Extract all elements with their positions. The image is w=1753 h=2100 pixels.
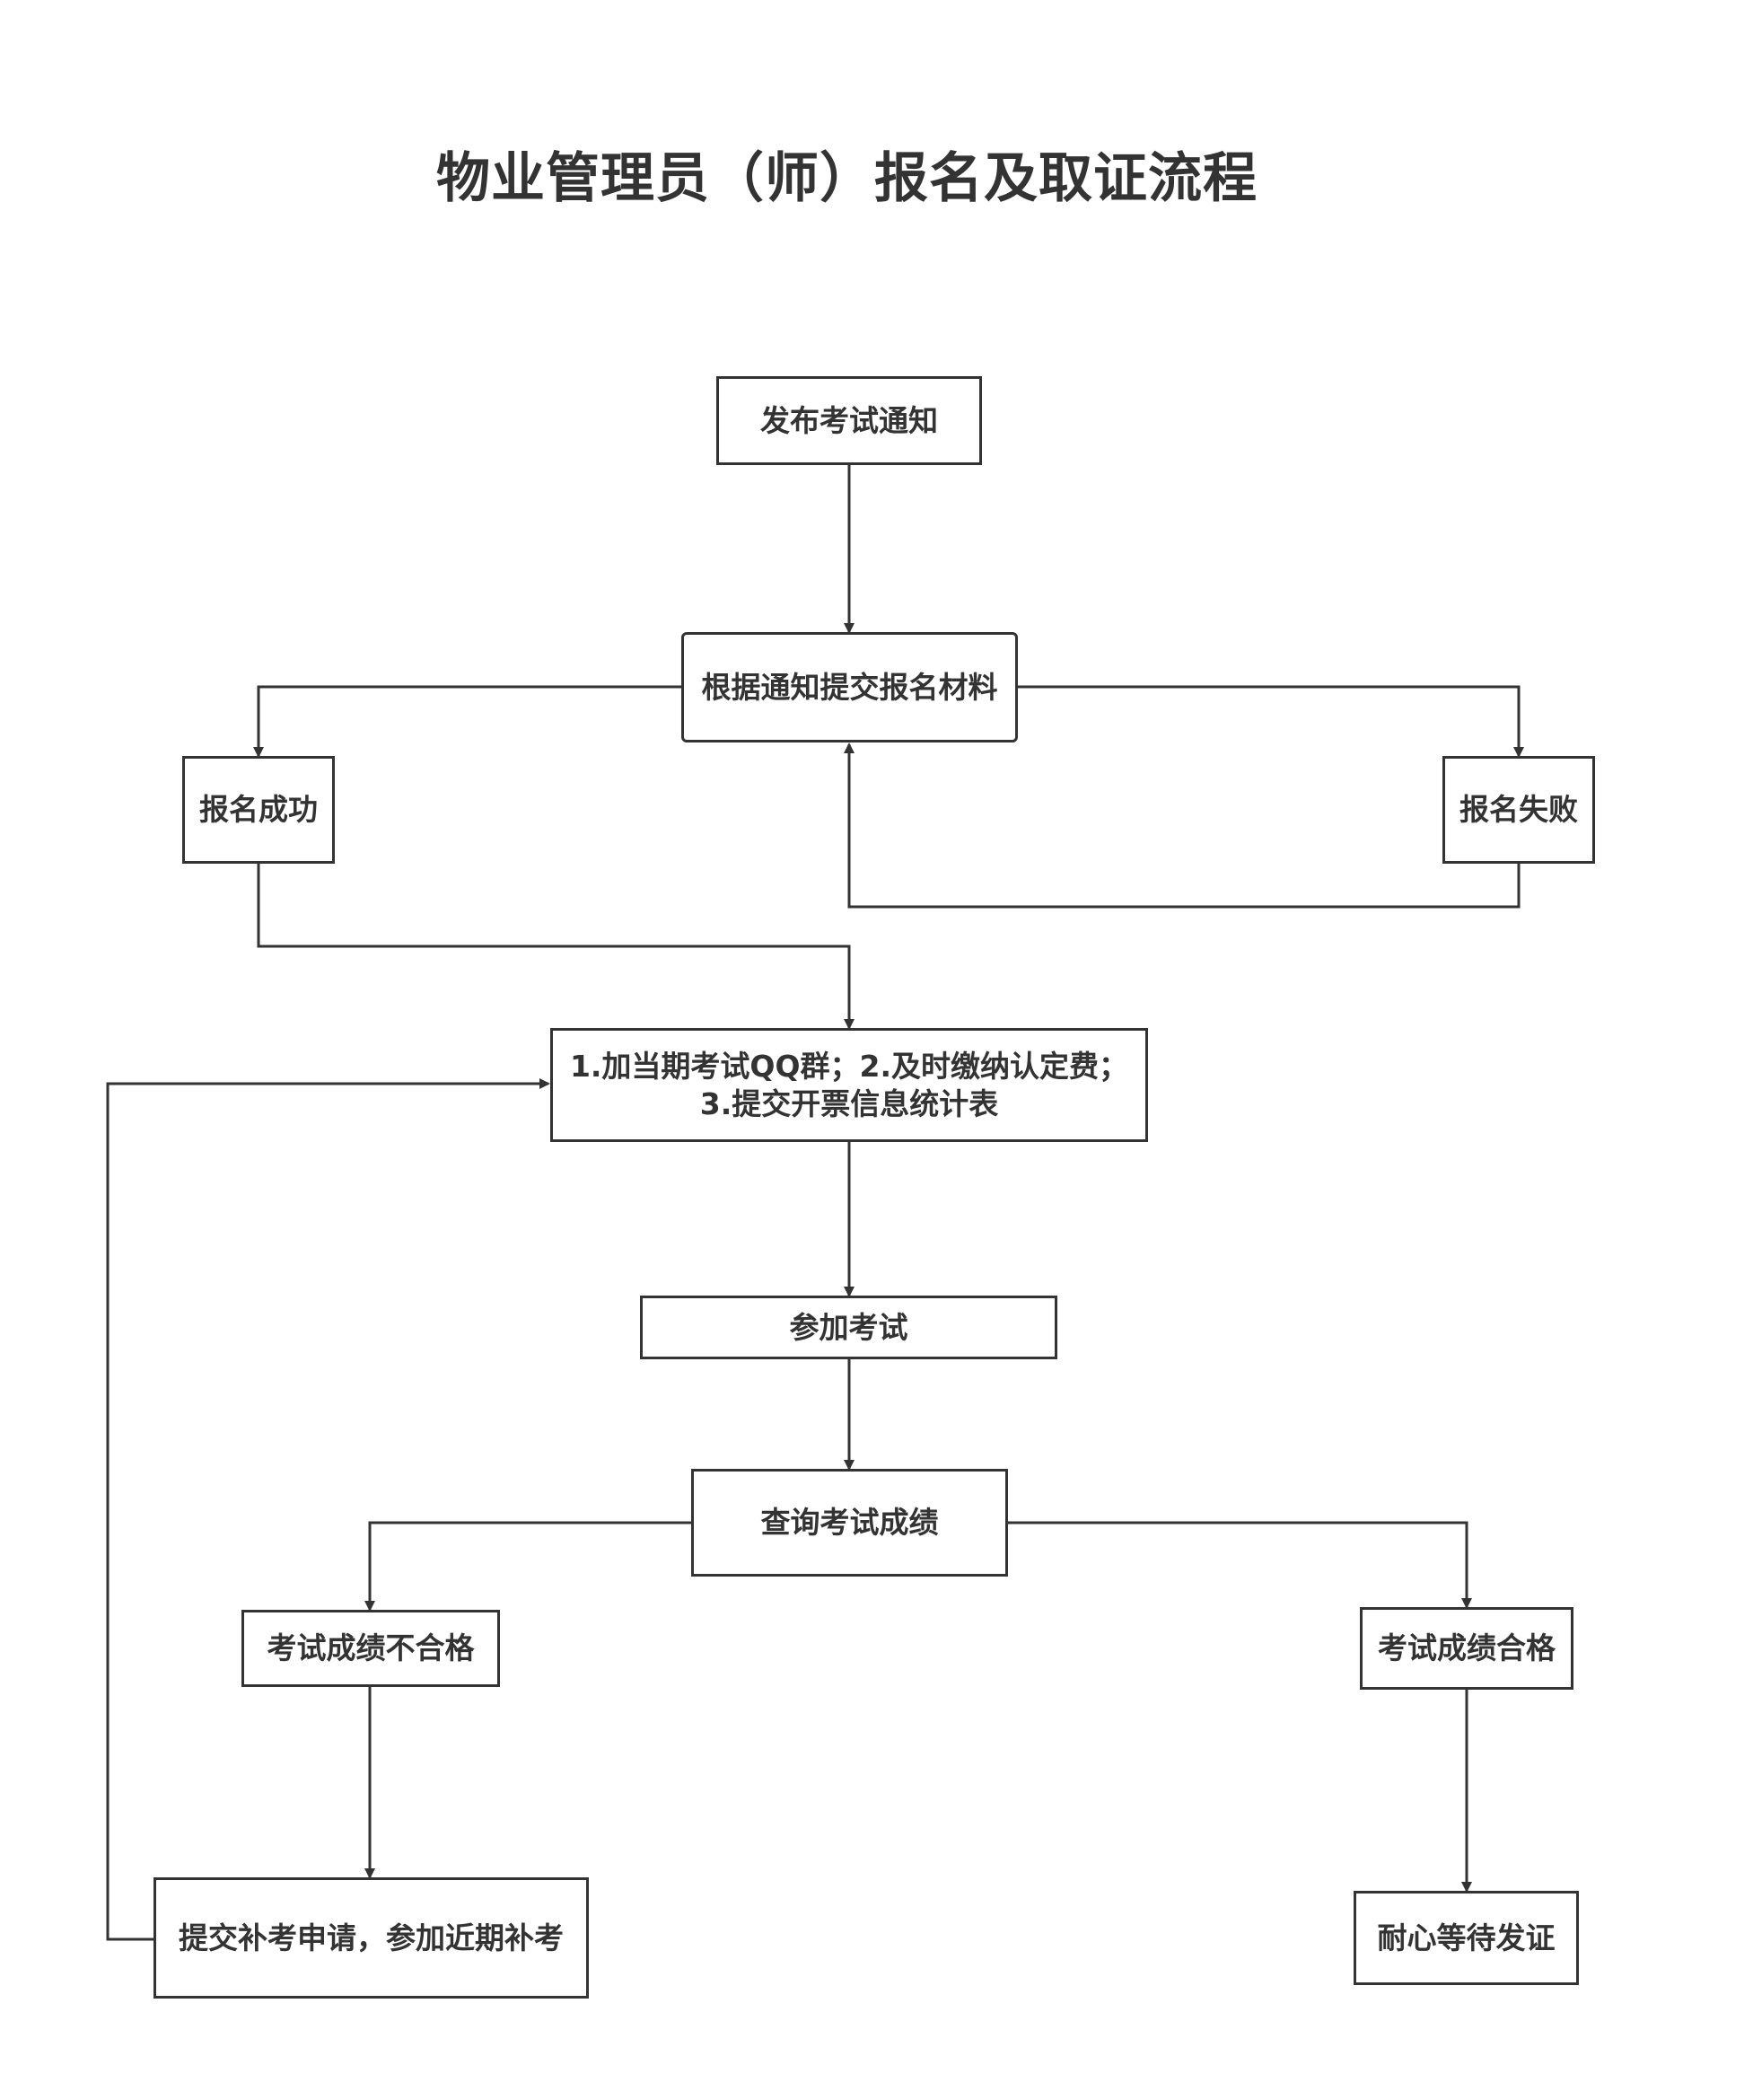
- node-registration-success: 报名成功: [182, 756, 335, 864]
- node-steps-line1: 1.加当期考试QQ群；2.及时缴纳认定费；: [569, 1049, 1129, 1085]
- diagram-title: 物业管理员（师）报名及取证流程: [436, 147, 1258, 210]
- node-submit-materials-label: 根据通知提交报名材料: [701, 669, 998, 705]
- arrow-success-to-steps: [257, 864, 855, 1030]
- node-take-exam: 参加考试: [640, 1296, 1057, 1359]
- arrow-query-to-passed: [1008, 1521, 1472, 1609]
- node-retake-application: 提交补考申请，参加近期补考: [153, 1877, 589, 1999]
- node-query-score: 查询考试成绩: [691, 1469, 1008, 1577]
- node-await-certificate-label: 耐心等待发证: [1377, 1920, 1556, 1955]
- arrow-submit-to-fail: [1018, 685, 1524, 758]
- arrow-query-to-failed: [364, 1521, 691, 1612]
- node-registration-fail: 报名失败: [1442, 756, 1595, 864]
- node-post-registration-steps: 1.加当期考试QQ群；2.及时缴纳认定费； 3.提交开票信息统计表: [550, 1028, 1148, 1142]
- arrow-retake-to-steps: [106, 1078, 550, 1941]
- node-publish-notice: 发布考试通知: [716, 376, 982, 465]
- node-await-certificate: 耐心等待发证: [1354, 1891, 1579, 1985]
- node-score-failed-label: 考试成绩不合格: [267, 1630, 475, 1666]
- node-registration-fail-label: 报名失败: [1459, 792, 1578, 828]
- node-query-score-label: 查询考试成绩: [760, 1505, 939, 1541]
- node-score-passed-label: 考试成绩合格: [1378, 1630, 1556, 1666]
- node-publish-notice-label: 发布考试通知: [760, 402, 938, 438]
- node-retake-application-label: 提交补考申请，参加近期补考: [179, 1920, 564, 1955]
- node-submit-materials: 根据通知提交报名材料: [681, 632, 1018, 742]
- node-steps-line2: 3.提交开票信息统计表: [699, 1085, 999, 1121]
- node-take-exam-label: 参加考试: [789, 1309, 908, 1345]
- node-score-passed: 考试成绩合格: [1360, 1607, 1573, 1690]
- node-registration-success-label: 报名成功: [199, 792, 318, 828]
- node-score-failed: 考试成绩不合格: [241, 1610, 500, 1687]
- arrow-fail-to-submit: [844, 742, 1521, 909]
- arrow-submit-to-success: [253, 685, 681, 758]
